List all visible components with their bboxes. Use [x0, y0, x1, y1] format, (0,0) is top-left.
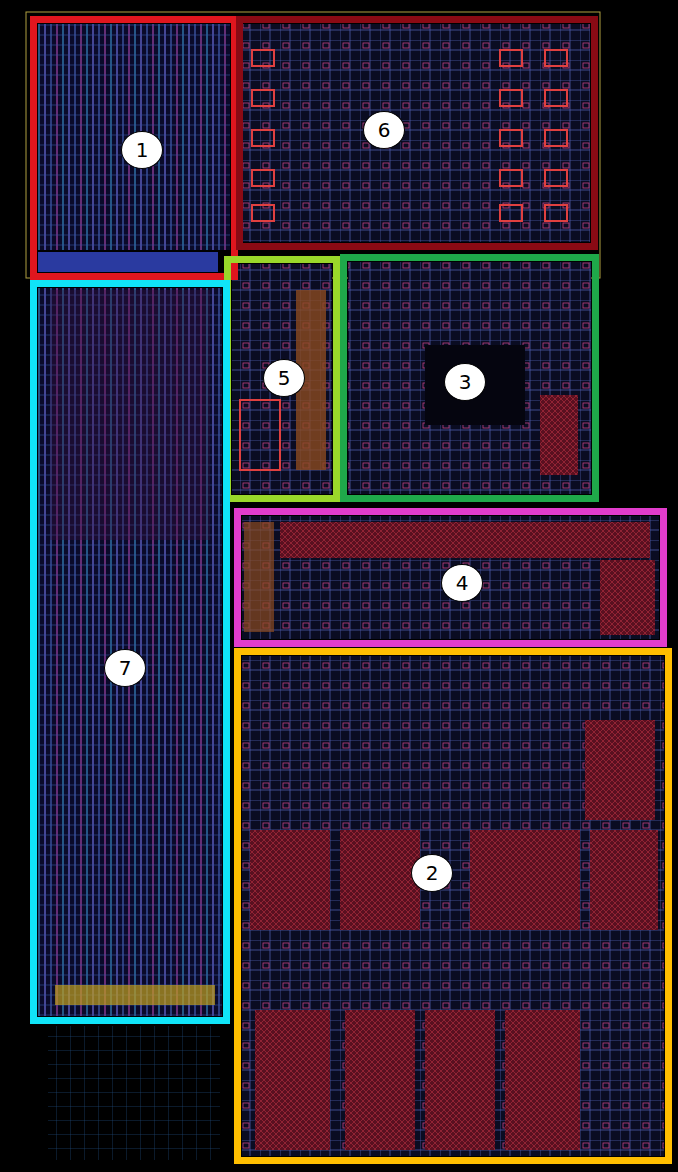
layout-region: 3 [340, 254, 599, 502]
callout-number: 6 [363, 111, 405, 149]
layout-region: 6 [236, 16, 598, 250]
callout-number: 2 [411, 854, 453, 892]
layout-region: 7 [30, 280, 230, 1024]
callout-number: 3 [444, 363, 486, 401]
callout-number: 5 [263, 359, 305, 397]
callout-number: 4 [441, 564, 483, 602]
layout-region: 2 [234, 648, 672, 1164]
layout-region: 4 [234, 508, 667, 647]
callout-number: 7 [104, 649, 146, 687]
callout-number: 1 [121, 131, 163, 169]
layout-region: 5 [224, 256, 340, 502]
layout-region: 1 [30, 16, 238, 280]
